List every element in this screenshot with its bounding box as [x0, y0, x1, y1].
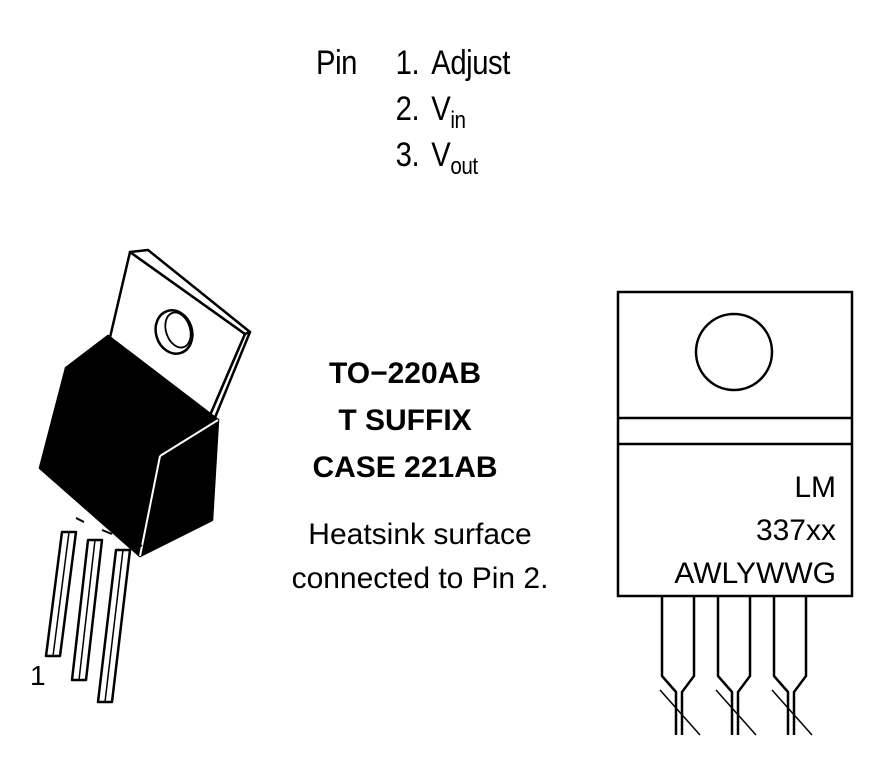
marking-line-3: AWLYWWG [674, 557, 836, 590]
pin-name: Vin [431, 86, 466, 134]
pin1-label: 1 [30, 660, 46, 691]
mounting-hole-icon [694, 312, 774, 392]
pin-name: Adjust [431, 40, 510, 86]
marking-line-1: LM [794, 471, 836, 504]
pin-number: 2. [395, 90, 420, 128]
to220-3d-view [38, 248, 252, 704]
package-title: TO−220AB T SUFFIX CASE 221AB [230, 350, 580, 491]
pin-name-text: V [431, 90, 451, 128]
note-line-2: connected to Pin 2. [291, 562, 549, 595]
pin-name-subscript: out [450, 153, 478, 180]
lead-1 [44, 530, 78, 658]
package-name: TO−220AB [328, 357, 482, 390]
lead-3 [96, 548, 132, 704]
package-suffix: T SUFFIX [338, 404, 472, 437]
mounting-hole-icon [154, 309, 194, 355]
pin-number: 1. [395, 44, 420, 82]
pin-number: 3. [395, 136, 420, 174]
pin-name-subscript: in [450, 107, 466, 134]
front-lead-2 [715, 596, 757, 736]
front-lead-3 [771, 596, 813, 736]
molded-body [38, 334, 220, 558]
marking-line-2: 337xx [755, 514, 836, 547]
pinout-prefix: Pin [316, 44, 357, 82]
lead-2 [70, 538, 104, 682]
front-lead-1 [659, 596, 701, 736]
note-line-1: Heatsink surface [308, 518, 532, 551]
to220-front-view [616, 290, 854, 736]
pin-name-text: V [431, 136, 451, 174]
package-case: CASE 221AB [312, 451, 498, 484]
pin-name-text: Adjust [431, 44, 510, 82]
pin-name: Vout [431, 132, 478, 180]
heatsink-note: Heatsink surface connected to Pin 2. [240, 513, 600, 601]
